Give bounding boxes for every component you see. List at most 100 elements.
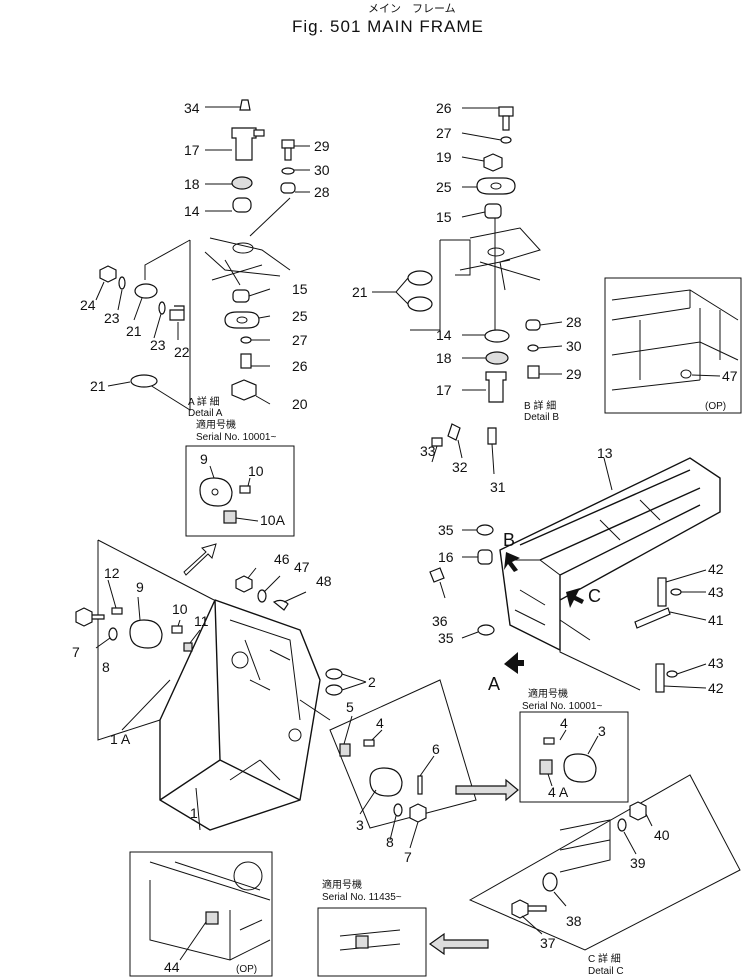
callout-11: 11 <box>194 613 209 629</box>
detail-a-leader-top <box>249 197 291 237</box>
part-13-frame-detail <box>510 499 661 626</box>
callout-29: 29 <box>314 138 330 154</box>
part-27-washer-b <box>500 136 512 144</box>
part-17-pin-tab <box>253 129 265 137</box>
japanese-title: メイン フレーム <box>368 2 456 15</box>
inset-11435-box <box>317 907 427 977</box>
callout-34: 34 <box>184 100 200 116</box>
part-35-cap-b <box>477 624 495 636</box>
callout-15: 15 <box>292 281 308 297</box>
part-23-washer-a <box>118 276 126 290</box>
callout-27: 27 <box>292 332 308 348</box>
part-21-clamp-c <box>407 270 433 286</box>
callout-38: 38 <box>566 913 582 929</box>
detail-a-leaders <box>95 106 310 405</box>
part-1-frame-detail <box>229 619 331 781</box>
part-30-washer <box>281 167 295 175</box>
op-inset-bottom-frame <box>149 861 271 961</box>
part-26-bolt-b <box>498 106 514 117</box>
op-inset-bottom-ring <box>233 861 263 891</box>
part-7-bolt-b <box>409 803 427 823</box>
part-14-bushing <box>232 197 252 213</box>
detail-c-outline <box>468 774 741 951</box>
part-21-clamp-d <box>407 296 433 312</box>
op-label-top: (OP) <box>705 401 726 412</box>
detail-a-inset-leaders <box>209 465 259 522</box>
callout-9-inset: 9 <box>200 451 208 467</box>
part-46-bolt <box>235 575 253 593</box>
inset-11435-block <box>355 935 369 949</box>
callout-21-c: 21 <box>352 284 368 300</box>
part-27-washer-a <box>240 336 252 344</box>
callout-15-b: 15 <box>436 209 452 225</box>
callout-30-b: 30 <box>566 338 582 354</box>
part-7-bolt-a <box>75 607 105 627</box>
part-15-bushing-a <box>232 289 250 303</box>
callout-6: 6 <box>432 741 440 757</box>
inset-11435-serial-jp: 適用号機 <box>322 878 362 891</box>
part-9-plate-inset <box>199 477 233 507</box>
inset-3-4-serial: Serial No. 10001~ <box>522 701 602 712</box>
part-42-pin-b <box>655 663 665 693</box>
hollow-arrow <box>183 543 217 576</box>
part-17-pin <box>231 127 257 161</box>
part-1-bracket <box>97 539 215 741</box>
part-2-cap-a <box>325 668 343 680</box>
part-43-clip-a <box>670 588 682 596</box>
part-21-clamp-a <box>134 283 158 299</box>
callout-26: 26 <box>292 358 308 374</box>
part-29-bolt-shank <box>284 147 292 161</box>
part-38-spacer <box>542 872 558 892</box>
callout-16: 16 <box>438 549 454 565</box>
callout-23: 23 <box>104 310 120 326</box>
callout-8-a: 8 <box>102 659 110 675</box>
part-4A-block <box>539 759 553 775</box>
inset-11435-part <box>339 929 401 951</box>
op-inset-hole <box>680 369 692 379</box>
callout-10A: 10A <box>260 512 286 528</box>
part-16-bushing <box>477 549 493 565</box>
part-25-plate-b <box>476 177 516 195</box>
part-43-clip-b <box>666 670 678 678</box>
callout-19: 19 <box>436 149 452 165</box>
inset-3-4-serial-jp: 適用号機 <box>528 687 568 700</box>
part-29-bolt-b <box>527 365 540 379</box>
part-3-plate-inset <box>563 753 597 783</box>
part-44-block <box>205 911 219 925</box>
inset-11435-serial: Serial No. 11435~ <box>322 892 402 903</box>
detail-b-caption: Detail B <box>524 412 559 423</box>
callout-5: 5 <box>346 699 354 715</box>
callout-42-b: 42 <box>708 680 724 696</box>
part-10-key-inset <box>239 485 251 494</box>
callout-1: 1 <box>190 805 198 821</box>
detail-b-group: 26 27 19 25 15 21 14 18 17 28 30 29 B 詳 … <box>352 100 582 423</box>
part-4-key <box>363 739 375 747</box>
part-1-frame-body <box>159 599 321 831</box>
detail-a-group: 34 17 18 14 29 30 28 24 23 21 23 22 15 2… <box>80 99 330 537</box>
callout-14-b: 14 <box>436 327 452 343</box>
detail-a-frame-outline <box>204 237 291 286</box>
part-23-washer-b <box>158 301 166 315</box>
part-26-bolt-a <box>240 353 252 369</box>
callout-46: 46 <box>274 551 290 567</box>
callout-14: 14 <box>184 203 200 219</box>
callout-26-b: 26 <box>436 100 452 116</box>
part-29-bolt <box>281 139 295 149</box>
callout-25: 25 <box>292 308 308 324</box>
view-arrow-b <box>504 552 520 572</box>
callout-2: 2 <box>368 674 376 690</box>
callout-7-a: 7 <box>72 644 80 660</box>
main-frame-left: 12 9 10 11 7 8 1 A 46 47 48 2 1 5 4 6 3 … <box>72 539 477 865</box>
callout-31: 31 <box>490 479 506 495</box>
detail-c-caption: Detail C <box>588 966 624 977</box>
part-5-block <box>339 743 351 757</box>
part-20-nut <box>231 379 257 401</box>
part-47-washer <box>257 589 267 603</box>
detail-b-bracket <box>410 239 471 331</box>
view-arrow-a <box>504 652 524 674</box>
callout-27-b: 27 <box>436 125 452 141</box>
detail-b-frame-outline <box>459 227 541 291</box>
part-17-pin-b <box>485 371 507 403</box>
part-34-grease-nipple <box>239 99 251 111</box>
